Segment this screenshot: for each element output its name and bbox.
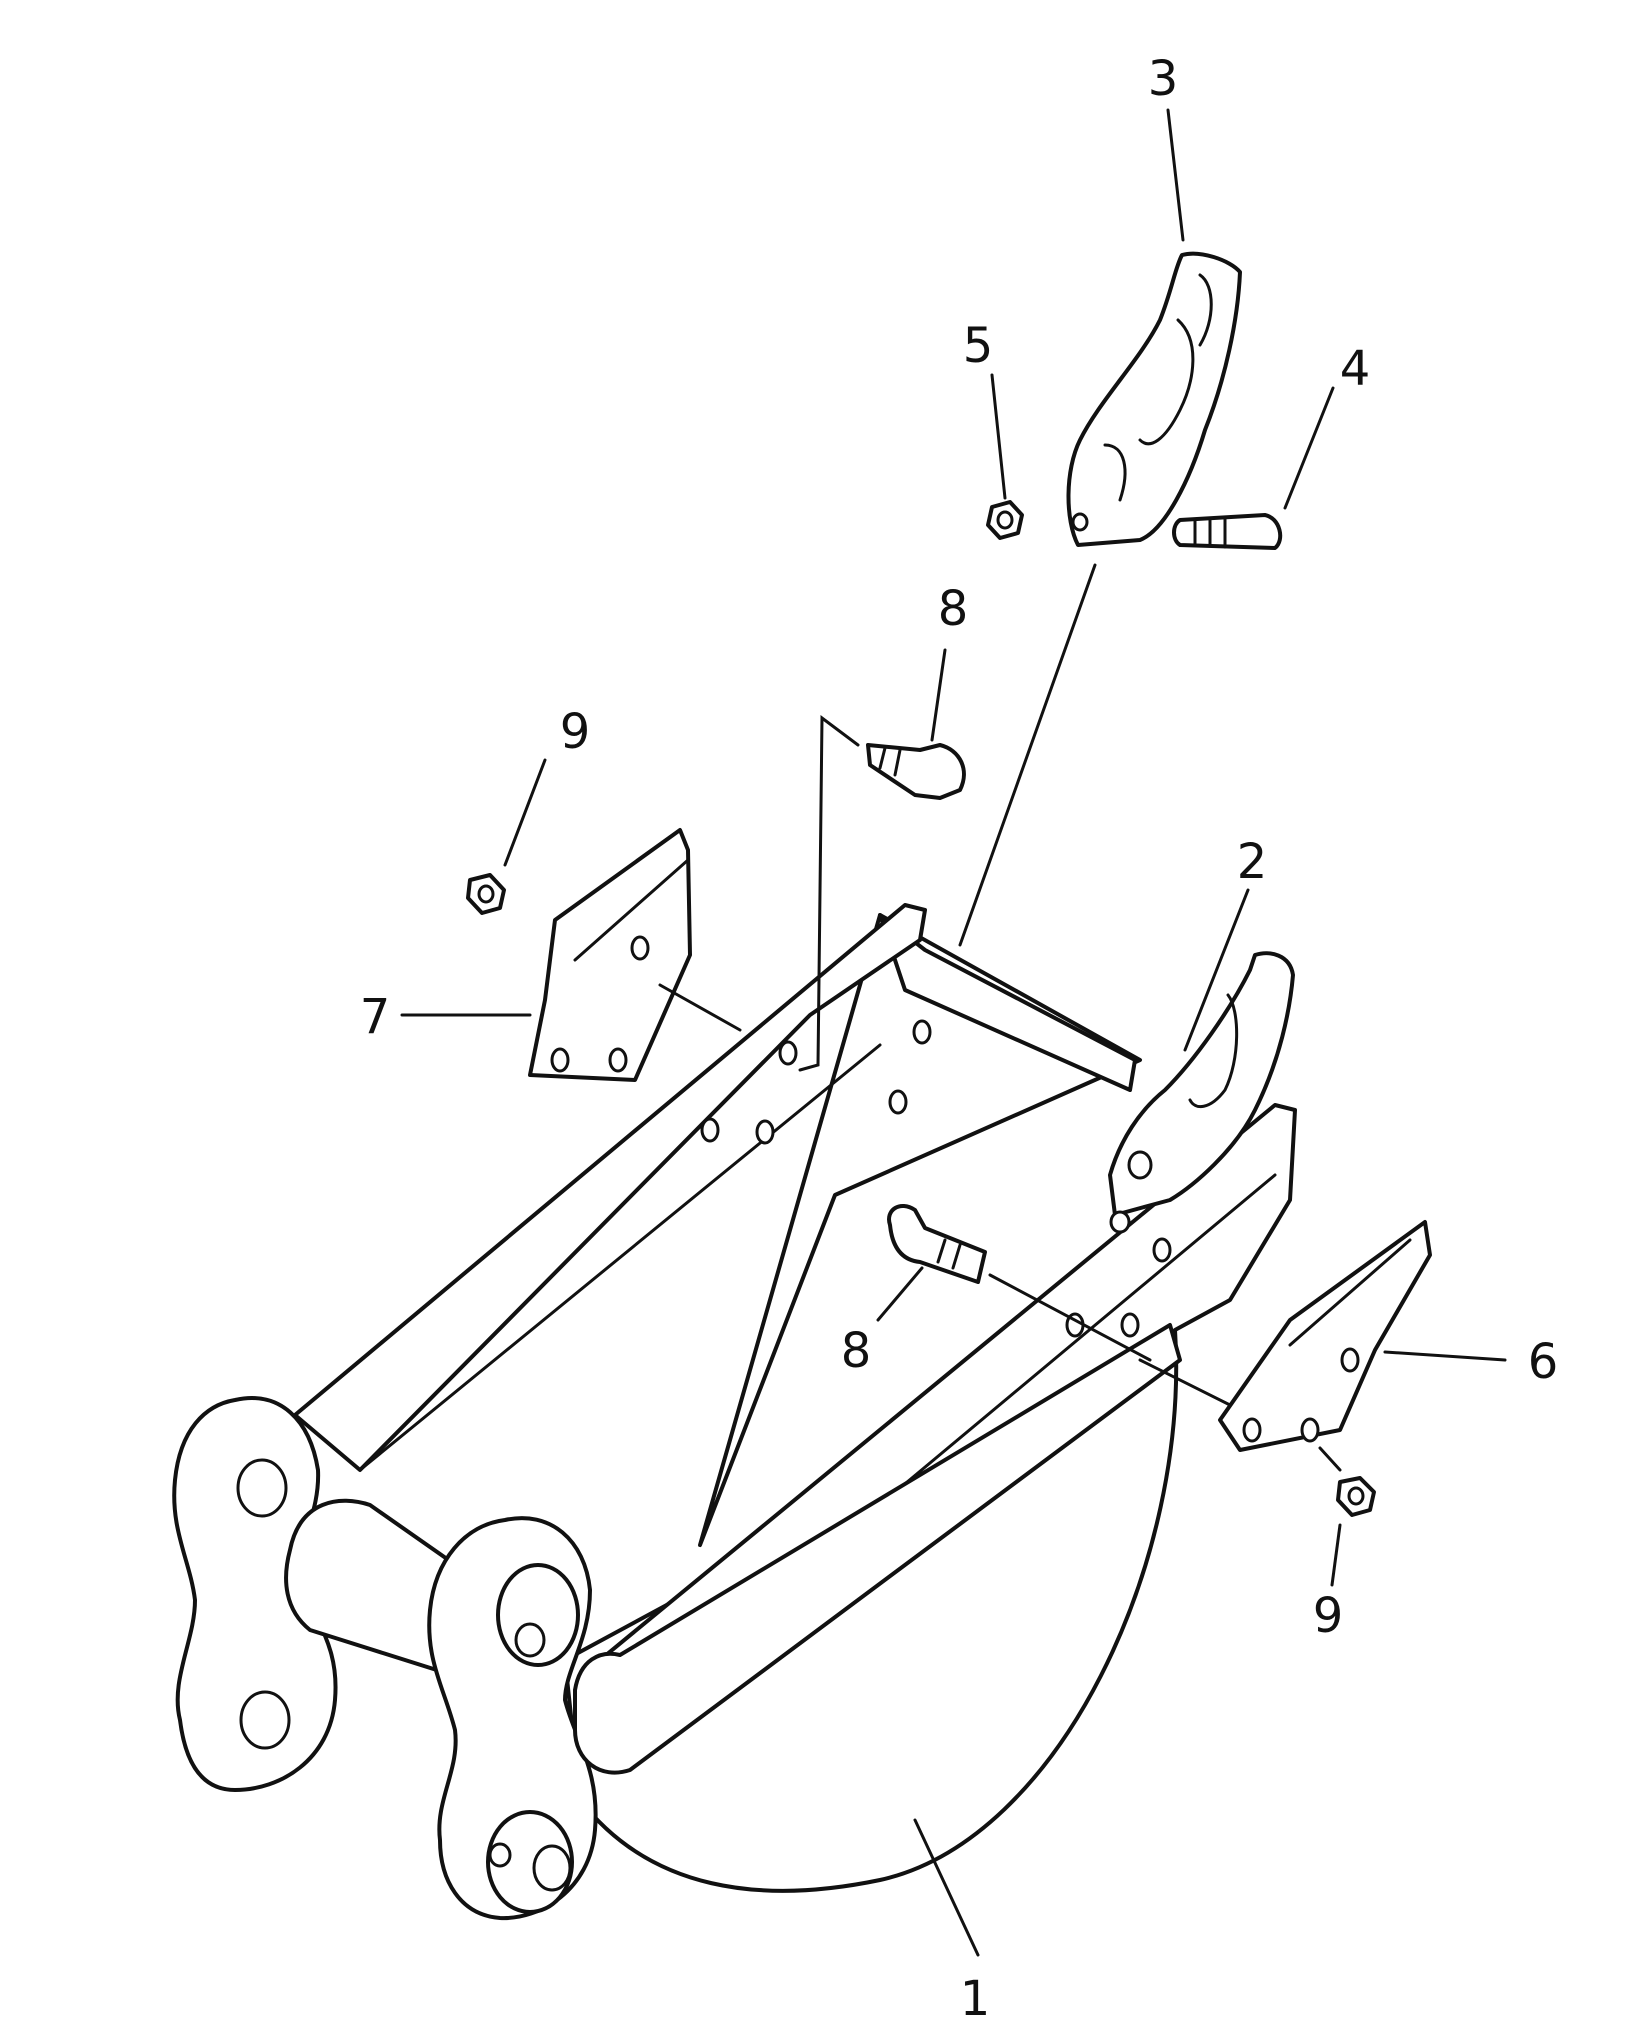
callout-4: 4	[1340, 341, 1371, 397]
tooth-lock-nut	[986, 500, 1024, 540]
front-curved-lip	[573, 1323, 1182, 1775]
callout-6: 6	[1528, 1334, 1559, 1390]
bolt-upper	[866, 743, 966, 800]
bucket-top-rim	[878, 913, 1137, 1092]
callout-2: 2	[1237, 834, 1268, 890]
tooth-pin	[1172, 513, 1283, 550]
callout-5: 5	[963, 318, 994, 374]
callout-labels: 1 2 3 4 5 6 7 8 8 9 9	[360, 51, 1559, 2027]
callout-9-right: 9	[1313, 1588, 1344, 1644]
callout-8-upper: 8	[938, 581, 969, 637]
nut-right	[1336, 1476, 1376, 1517]
right-side-cutter	[1218, 1220, 1432, 1452]
bucket-back-plate	[698, 913, 1142, 1547]
tooth	[1066, 251, 1242, 547]
tooth-adapter-installed	[1108, 951, 1295, 1234]
callout-8-lower: 8	[841, 1323, 872, 1379]
left-side-cutter	[528, 828, 692, 1082]
callout-leaders	[400, 108, 1507, 1957]
nut-left	[466, 873, 506, 915]
callout-7: 7	[360, 989, 391, 1045]
assembly-lines	[658, 563, 1232, 1407]
callout-1: 1	[960, 1971, 991, 2027]
bolt-lower	[887, 1204, 987, 1284]
bucket-body	[172, 903, 1297, 1921]
callout-9-left: 9	[560, 704, 591, 760]
callout-3: 3	[1148, 51, 1179, 107]
left-mounting-ear	[172, 1396, 338, 1792]
